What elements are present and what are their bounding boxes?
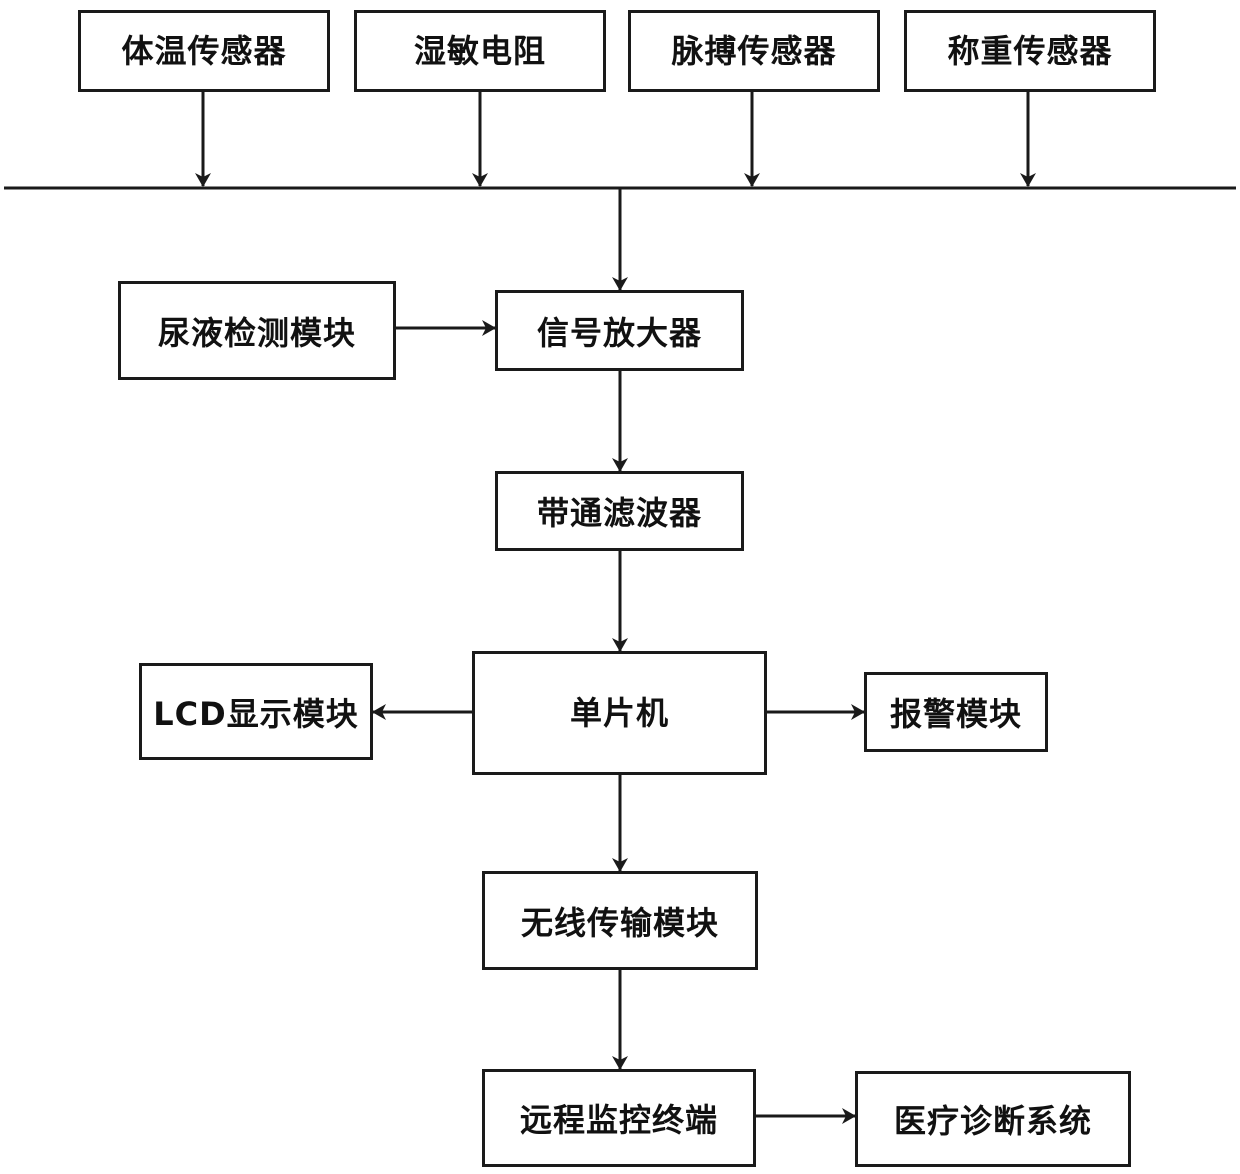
signal-amplifier-label: 信号放大器 [537, 308, 702, 354]
lcd-display-module-box: LCD显示模块 [139, 663, 373, 760]
remote-monitoring-terminal-label: 远程监控终端 [520, 1095, 718, 1141]
medical-diagnosis-system-box: 医疗诊断系统 [855, 1071, 1131, 1167]
body-temp-sensor-label: 体温传感器 [121, 26, 286, 72]
weight-sensor-box: 称重传感器 [904, 10, 1156, 92]
mcu-box: 单片机 [472, 651, 767, 775]
mcu-label: 单片机 [570, 688, 669, 734]
alarm-module-box: 报警模块 [864, 672, 1048, 752]
pulse-sensor-label: 脉搏传感器 [671, 26, 836, 72]
pulse-sensor-box: 脉搏传感器 [628, 10, 880, 92]
urine-detection-module-label: 尿液检测模块 [158, 308, 356, 354]
weight-sensor-label: 称重传感器 [947, 26, 1112, 72]
wireless-transmission-module-label: 无线传输模块 [521, 898, 719, 944]
humidity-resistor-label: 湿敏电阻 [414, 26, 546, 72]
signal-amplifier-box: 信号放大器 [495, 290, 744, 371]
humidity-resistor-box: 湿敏电阻 [354, 10, 606, 92]
bandpass-filter-box: 带通滤波器 [495, 471, 744, 551]
remote-monitoring-terminal-box: 远程监控终端 [482, 1069, 756, 1167]
medical-diagnosis-system-label: 医疗诊断系统 [894, 1096, 1092, 1142]
body-temp-sensor-box: 体温传感器 [78, 10, 330, 92]
lcd-display-module-label: LCD显示模块 [153, 689, 358, 735]
wireless-transmission-module-box: 无线传输模块 [482, 871, 758, 970]
bandpass-filter-label: 带通滤波器 [537, 488, 702, 534]
alarm-module-label: 报警模块 [890, 689, 1022, 735]
urine-detection-module-box: 尿液检测模块 [118, 281, 396, 380]
